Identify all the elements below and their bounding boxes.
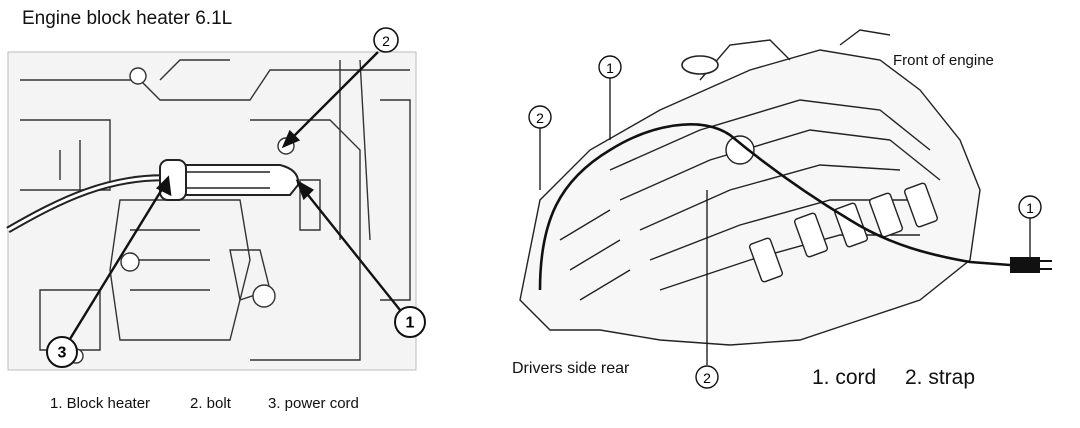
filler-cap	[681, 55, 719, 75]
callout-2-label: 2	[382, 33, 390, 49]
callout-strap-left-label: 2	[536, 110, 544, 126]
callout-2: 2	[373, 27, 399, 53]
cord-routing-diagram: 1 2 2 1 Front of engine Drivers side rea…	[500, 0, 1080, 428]
legend-cord: 1. cord	[812, 366, 877, 389]
diagram-title: Engine block heater 6.1L	[22, 8, 233, 29]
legend-bolt: 2. bolt	[190, 395, 231, 412]
callout-3-label: 3	[58, 345, 67, 362]
callout-1: 1	[394, 306, 426, 338]
drawing-frame	[7, 51, 417, 371]
callout-3: 3	[46, 336, 78, 368]
callout-1-label: 1	[406, 315, 415, 332]
drivers-side-rear-label: Drivers side rear	[512, 360, 630, 377]
bolt-heads	[68, 67, 295, 364]
callout-cord-right-label: 1	[1026, 200, 1034, 216]
cord-plug	[1010, 257, 1040, 273]
callout-strap-left: 2	[528, 105, 552, 129]
callout-cord-top-label: 1	[606, 60, 614, 76]
legend-strap: 2. strap	[905, 366, 976, 389]
callout-cord-top: 1	[598, 55, 622, 79]
leader-lines	[60, 51, 409, 353]
front-of-engine-label: Front of engine	[893, 52, 994, 69]
sensor	[725, 135, 755, 165]
legend-block-heater: 1. Block heater	[50, 395, 151, 412]
engine-top-drawing: 1 2 2 1	[519, 29, 1052, 389]
heater-cord	[538, 123, 1011, 291]
leader-lines-right	[539, 78, 1031, 365]
callout-strap-bottom-label: 2	[703, 370, 711, 386]
legend-power-cord: 3. power cord	[268, 395, 359, 412]
block-heater-diagram: Engine block heater 6.1L	[0, 0, 500, 428]
callout-strap-bottom: 2	[695, 365, 719, 389]
callout-cord-right: 1	[1018, 195, 1042, 219]
engine-block-drawing: 1 2 3	[6, 27, 426, 371]
cord-connector	[159, 159, 187, 201]
